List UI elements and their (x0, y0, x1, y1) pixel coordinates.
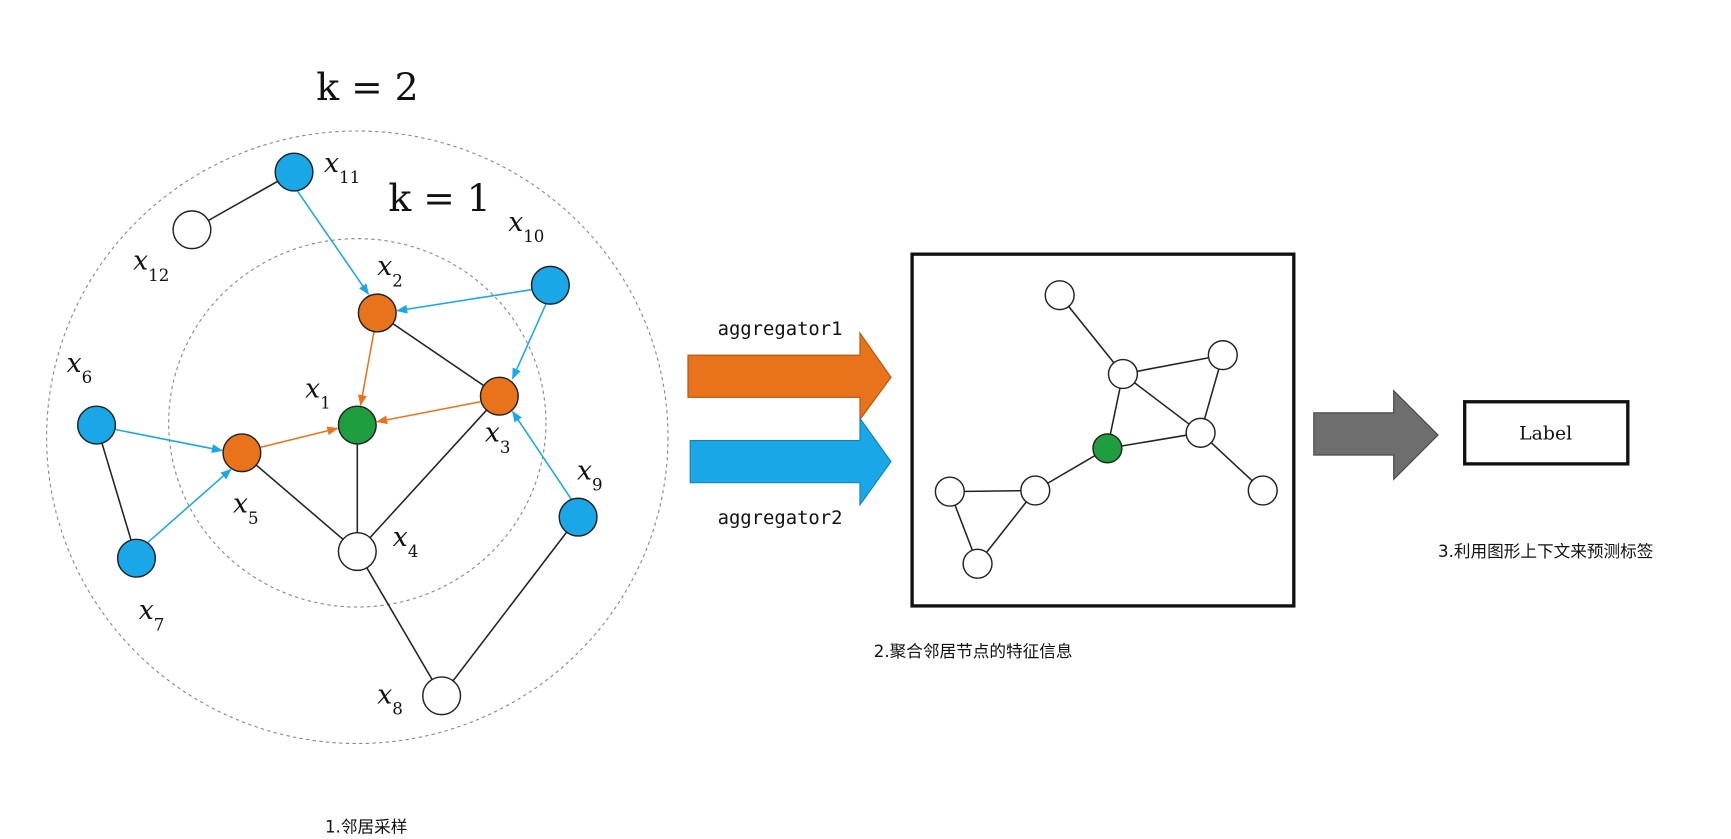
node-x8 (422, 676, 462, 716)
edge-x2-x3 (376, 312, 500, 397)
node-x11 (274, 152, 314, 192)
arrow-x10-x3 (511, 303, 547, 380)
k1-neighborhood-ring (168, 238, 547, 608)
label-x10: x10 (508, 207, 544, 246)
agg-node (1020, 475, 1051, 506)
predict-arrow (1313, 389, 1439, 481)
label-box (1463, 400, 1630, 466)
node-x5 (222, 433, 262, 473)
agg-edge (1122, 373, 1202, 434)
agg-edge (1122, 354, 1223, 375)
agg-node-target (1092, 433, 1123, 464)
arrow-x5-x1 (260, 426, 339, 448)
caption-step2: 2.聚合邻居节点的特征信息 (874, 642, 1073, 661)
label-x9: x9 (577, 455, 603, 494)
arrow-x11-x2 (296, 190, 370, 296)
k1-label: k = 1 (388, 176, 490, 220)
agg-node (1107, 358, 1139, 390)
edge-x3-x4 (356, 395, 500, 553)
agg-edge (976, 490, 1036, 565)
agg-edge (1059, 294, 1124, 375)
label-x4: x4 (393, 522, 419, 561)
label-x6: x6 (67, 348, 93, 387)
arrow-x7-x5 (147, 468, 232, 544)
edge-x6-x7 (95, 424, 138, 559)
node-x9 (558, 497, 598, 537)
agg-node (934, 476, 965, 507)
arrow-x6-x5 (115, 428, 224, 453)
arrow-x2-x1 (358, 331, 375, 407)
label-x3: x3 (485, 418, 511, 457)
agg-node (1207, 339, 1238, 371)
arrow-x9-x3 (511, 410, 573, 500)
label-x1: x1 (305, 373, 331, 412)
node-x7 (116, 538, 157, 578)
label-x2: x2 (377, 251, 403, 290)
aggregated-graph-box (910, 252, 1296, 608)
agg-node (1247, 475, 1278, 506)
label-x11: x11 (324, 148, 360, 187)
node-x1 (337, 405, 377, 445)
caption-step1: 1.邻居采样 (325, 817, 407, 836)
node-x3 (479, 376, 519, 416)
node-labels: x11 x12 x10 x2 x6 x1 x3 x9 x5 x4 x7 x8 (67, 148, 603, 719)
aggregator2-label: aggregator2 (718, 507, 843, 529)
label-x12: x12 (133, 246, 169, 285)
agg-edge (1107, 432, 1201, 450)
label-x7: x7 (139, 595, 165, 634)
aggregated-graph-nodes (934, 280, 1278, 579)
aggregator1-label: aggregator1 (718, 318, 843, 340)
k2-label: k = 2 (316, 65, 418, 109)
edge-x5-x4 (241, 452, 358, 553)
node-x6 (76, 405, 117, 445)
label-box-text: Label (1519, 422, 1572, 444)
agg-node (1185, 417, 1216, 448)
aggregator1-arrow (687, 331, 892, 422)
agg-node (962, 548, 993, 579)
graph-nodes (76, 152, 598, 716)
node-x2 (357, 293, 397, 333)
caption-step3: 3.利用图形上下文来预测标签 (1438, 542, 1654, 561)
edge-x4-x8 (356, 551, 443, 697)
agg-node (1044, 280, 1075, 311)
edge-x8-x9 (441, 516, 579, 697)
aggregator2-arrow (689, 416, 892, 507)
arrow-x10-x2 (396, 288, 532, 314)
k2-neighborhood-ring (46, 130, 669, 745)
hop2-arrows (115, 190, 573, 544)
node-x12 (172, 210, 212, 250)
label-x8: x8 (377, 680, 403, 719)
node-x4 (337, 531, 377, 572)
hop1-arrows (260, 331, 481, 448)
arrow-x3-x1 (376, 400, 481, 425)
node-x10 (530, 265, 570, 305)
label-x5: x5 (233, 489, 259, 528)
